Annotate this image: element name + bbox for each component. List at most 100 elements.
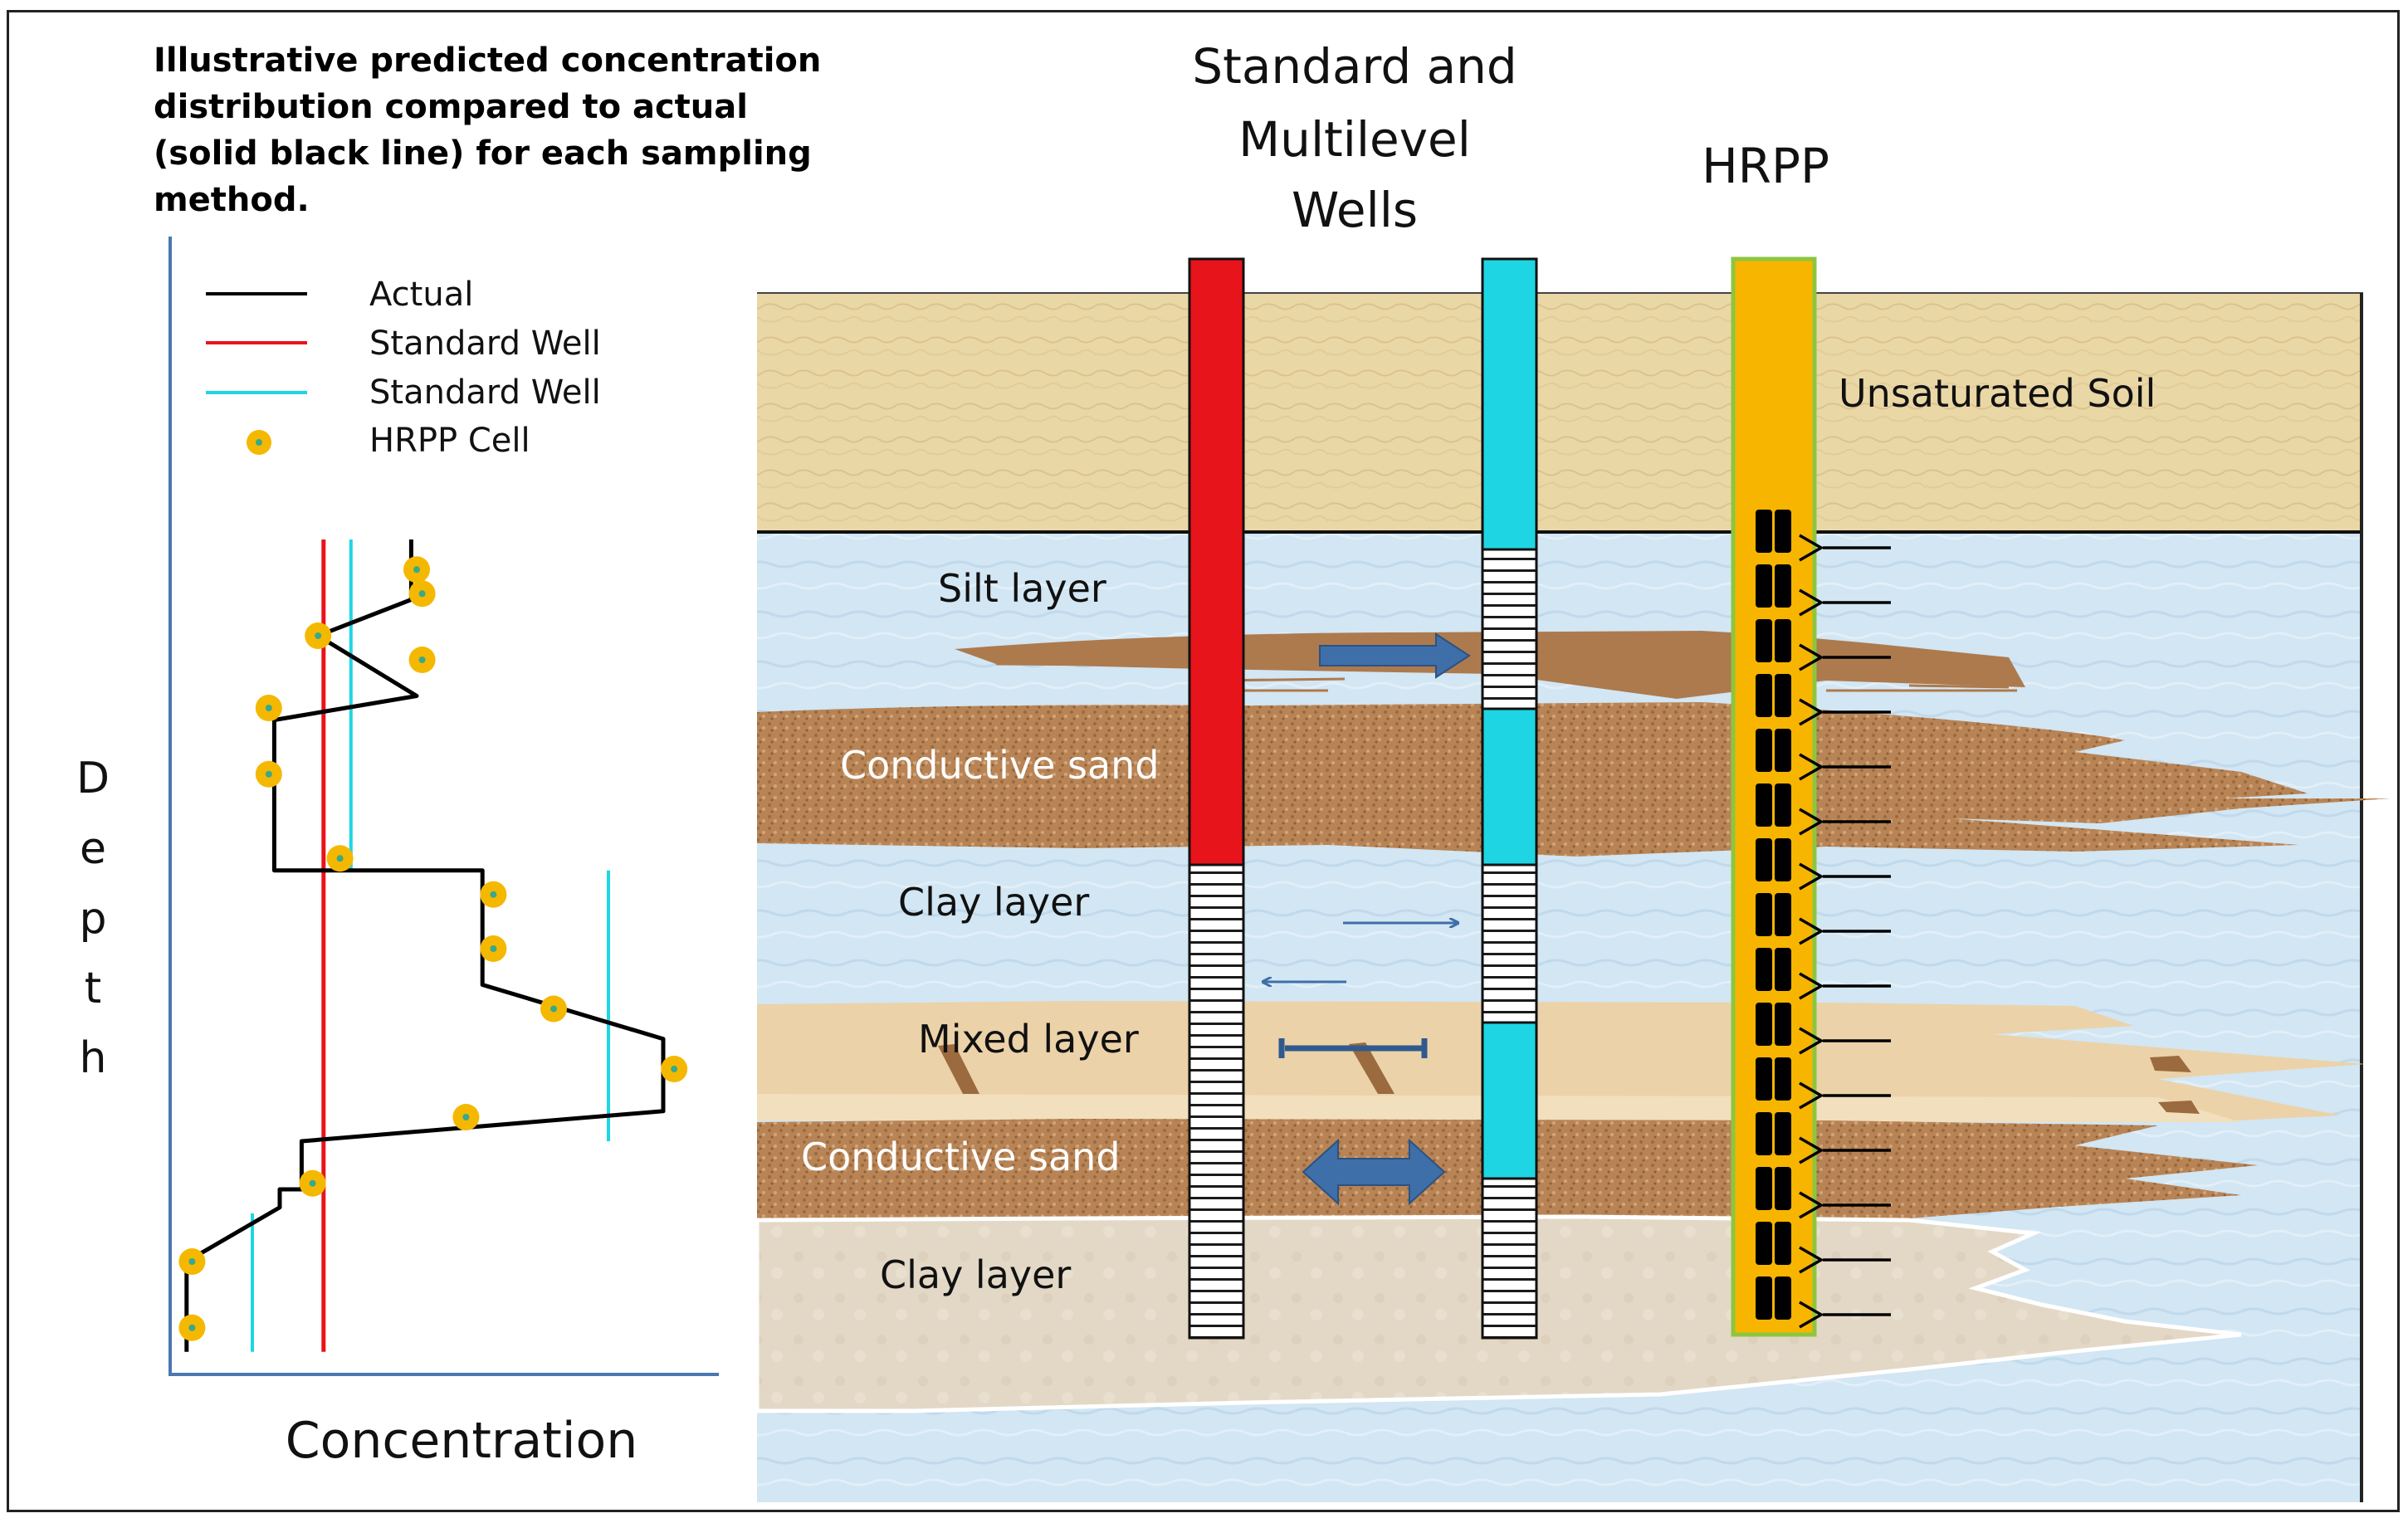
standard-well <box>1188 257 1245 1340</box>
hrpp-cell-3-b <box>1775 674 1791 717</box>
label-clay-layer-1: Clay layer <box>898 880 1089 925</box>
hrpp-cell-9-b <box>1775 1003 1791 1046</box>
flow-arrows <box>1263 632 1471 1206</box>
flow-arrow-sand-double <box>1302 1138 1446 1206</box>
hrpp-header: HRPP <box>1702 138 1829 194</box>
hrpp-cell-12-a <box>1756 1167 1772 1210</box>
hrpp-cell-point-1 <box>408 580 436 608</box>
hrpp-cells <box>1756 510 1791 1320</box>
hrpp-cell-8-a <box>1756 948 1772 991</box>
wells-header-line-2: Multilevel <box>1238 111 1471 168</box>
depth-letter-h: h <box>80 1033 107 1083</box>
hrpp-inflow-arrows <box>1799 534 1891 1329</box>
hrpp-probe-body <box>1731 256 1817 1337</box>
hrpp-cell-point-8 <box>480 935 507 962</box>
title-block: Illustrative predicted concentration dis… <box>154 41 821 219</box>
label-conductive-sand-1: Conductive sand <box>840 743 1160 788</box>
layer-labels: Unsaturated Soil Silt layer Conductive s… <box>801 371 2156 1297</box>
label-conductive-sand-2: Conductive sand <box>801 1135 1121 1179</box>
hrpp-cell-2-a <box>1756 619 1772 662</box>
multilevel-well-casing-3 <box>1481 1021 1538 1180</box>
legend-hrpp-cell-label: HRPP Cell <box>369 422 530 460</box>
silt-streak-lines <box>979 654 2017 692</box>
legend-standard-well-label: Standard Well <box>369 325 601 363</box>
hrpp-cell-9-a <box>1756 1003 1772 1046</box>
hrpp-cell-point-10 <box>661 1056 688 1082</box>
x-axis-label: Concentration <box>286 1412 637 1470</box>
wells-header-line-1: Standard and <box>1192 38 1517 95</box>
hrpp-cell-0-a <box>1756 510 1772 553</box>
hrpp-cell-6-a <box>1756 838 1772 881</box>
hrpp-cell-14-b <box>1775 1276 1791 1320</box>
hrpp-cell-point-11 <box>452 1104 480 1130</box>
multilevel-well-screen-1 <box>1481 548 1538 710</box>
unsaturated-zone <box>757 292 2363 533</box>
hrpp-cell-point-14 <box>178 1314 206 1341</box>
hrpp-cell-10-b <box>1775 1057 1791 1101</box>
depth-axis-label: D e p t h <box>76 754 110 1083</box>
column-headers: Standard and Multilevel Wells HRPP <box>1192 38 1829 238</box>
hrpp-cell-point-5 <box>255 760 282 788</box>
hrpp-cell-4-a <box>1756 729 1772 772</box>
hrpp-cell-point-12 <box>299 1169 326 1197</box>
hrpp-cell-8-b <box>1775 948 1791 991</box>
multilevel-well-screen-3 <box>1481 1177 1538 1340</box>
hrpp-cell-point-3 <box>408 647 436 673</box>
hrpp-cell-3-a <box>1756 674 1772 717</box>
mixed-layer-inclusion-1 <box>938 1044 979 1094</box>
hrpp-cell-13-b <box>1775 1222 1791 1265</box>
depth-letter-p: p <box>79 894 106 944</box>
standard-well-casing <box>1188 257 1245 866</box>
actual-profile-line <box>184 539 666 1352</box>
mixed-layer-inclusion-4 <box>2158 1101 2200 1114</box>
hrpp-cell-10-a <box>1756 1057 1772 1101</box>
legend-hrpp-cell-swatch <box>247 430 271 455</box>
hrpp-cell-point-2 <box>305 622 332 649</box>
hrpp-cell-2-b <box>1775 619 1791 662</box>
title-line-1: Illustrative predicted concentration <box>154 41 821 80</box>
mixed-layer-inclusion-3 <box>2150 1056 2191 1072</box>
multilevel-well <box>1481 257 1538 1340</box>
figure-frame <box>7 10 2400 1512</box>
depth-letter-t: t <box>85 964 101 1013</box>
hrpp-cell-4-b <box>1775 729 1791 772</box>
label-unsaturated-soil: Unsaturated Soil <box>1839 371 2156 416</box>
hrpp-cell-point-13 <box>178 1248 206 1275</box>
hrpp-probe <box>1731 256 1891 1337</box>
mixed-layer-inclusion-2 <box>1349 1042 1394 1094</box>
multilevel-well-screen-2 <box>1481 863 1538 1024</box>
hrpp-cell-1-a <box>1756 564 1772 608</box>
hrpp-cell-11-a <box>1756 1112 1772 1155</box>
hrpp-cell-7-a <box>1756 893 1772 936</box>
hrpp-cell-6-b <box>1775 838 1791 881</box>
hrpp-cell-point-0 <box>403 556 430 583</box>
hrpp-cell-1-b <box>1775 564 1791 608</box>
hrpp-cell-point-9 <box>540 995 567 1023</box>
concentration-plot <box>169 237 719 1376</box>
hrpp-cell-14-a <box>1756 1276 1772 1320</box>
title-line-3: (solid black line) for each sampling <box>154 134 812 173</box>
conductive-sand-layer-1 <box>757 702 2391 857</box>
hrpp-cell-point-4 <box>255 695 282 721</box>
hrpp-cell-point-6 <box>326 845 354 872</box>
legend: Actual Standard Well Standard Well HRPP … <box>206 276 601 460</box>
title-line-2: distribution compared to actual <box>154 88 748 126</box>
hrpp-cell-0-b <box>1775 510 1791 553</box>
title-line-4: method. <box>154 181 310 219</box>
hrpp-cell-5-b <box>1775 783 1791 827</box>
legend-multilevel-well-label: Standard Well <box>369 373 601 412</box>
standard-well-screen <box>1188 863 1245 1340</box>
wells-header-line-3: Wells <box>1292 182 1418 238</box>
hrpp-cell-5-a <box>1756 783 1772 827</box>
depth-letter-e: e <box>80 824 106 874</box>
depth-letter-d: D <box>76 754 110 803</box>
multilevel-well-casing-top <box>1481 257 1538 551</box>
hrpp-cell-7-b <box>1775 893 1791 936</box>
flow-arrow-silt <box>1319 632 1471 679</box>
multilevel-well-casing-2 <box>1481 707 1538 866</box>
label-silt-layer: Silt layer <box>938 566 1106 611</box>
hrpp-cell-11-b <box>1775 1112 1791 1155</box>
mixed-layer <box>757 1001 2366 1122</box>
label-clay-layer-2: Clay layer <box>880 1252 1071 1297</box>
